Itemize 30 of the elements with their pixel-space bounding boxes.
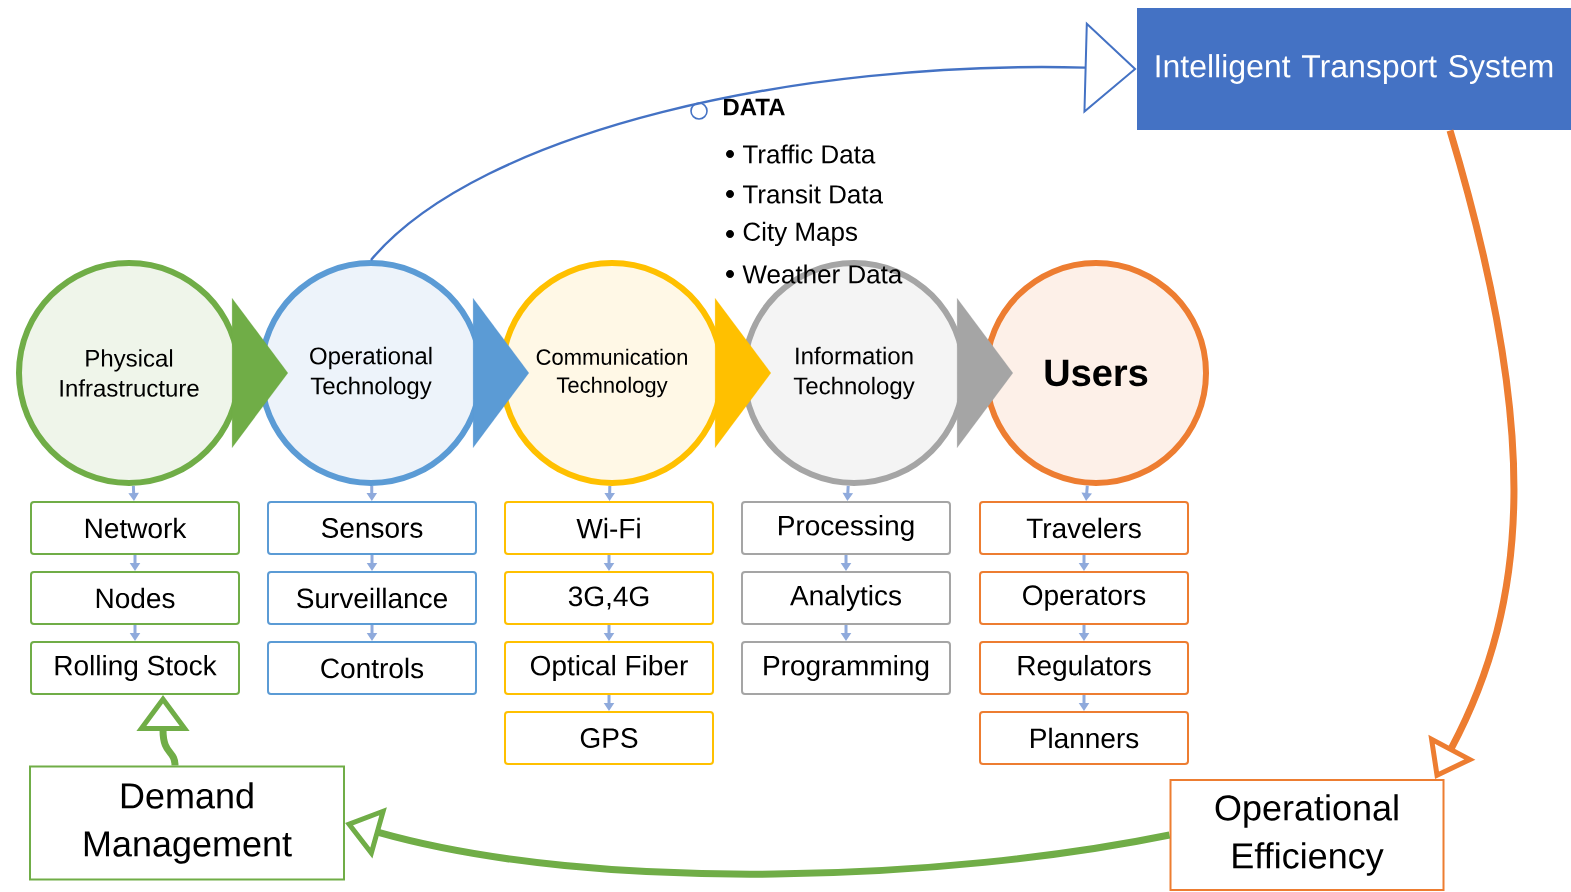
system-box: Intelligent Transport System	[1137, 8, 1571, 130]
item-box: Wi-Fi	[504, 501, 714, 555]
item-box: Optical Fiber	[504, 641, 714, 695]
list-item: Weather Data	[726, 264, 903, 284]
curved-arrow	[370, 21, 1137, 261]
item-box: Processing	[741, 501, 951, 555]
list-item: Traffic Data	[726, 144, 876, 164]
list-item: Transit Data	[726, 184, 883, 204]
list-item: City Maps	[726, 221, 857, 247]
item-box: Sensors	[267, 501, 477, 555]
item-box: Network	[30, 501, 240, 555]
item-box: Surveillance	[267, 571, 477, 625]
chevron-arrow	[714, 298, 771, 448]
item-box: GPS	[504, 711, 714, 765]
item-box: Nodes	[30, 571, 240, 625]
item-box: Controls	[267, 641, 477, 695]
item-box: Rolling Stock	[30, 641, 240, 695]
item-box: Analytics	[741, 571, 951, 625]
item-box: Travelers	[979, 501, 1189, 555]
outcome-box: Demand Management	[29, 765, 345, 881]
list-heading: DATA	[690, 98, 785, 120]
item-box: Planners	[979, 711, 1189, 765]
item-box: Programming	[741, 641, 951, 695]
item-box: Regulators	[979, 641, 1189, 695]
chevron-arrow	[956, 298, 1013, 448]
chevron-arrow	[231, 298, 288, 448]
outcome-box: Operational Efficiency	[1169, 779, 1445, 891]
item-box: Operators	[979, 571, 1189, 625]
chevron-arrow	[472, 298, 529, 448]
item-box: 3G,4G	[504, 571, 714, 625]
